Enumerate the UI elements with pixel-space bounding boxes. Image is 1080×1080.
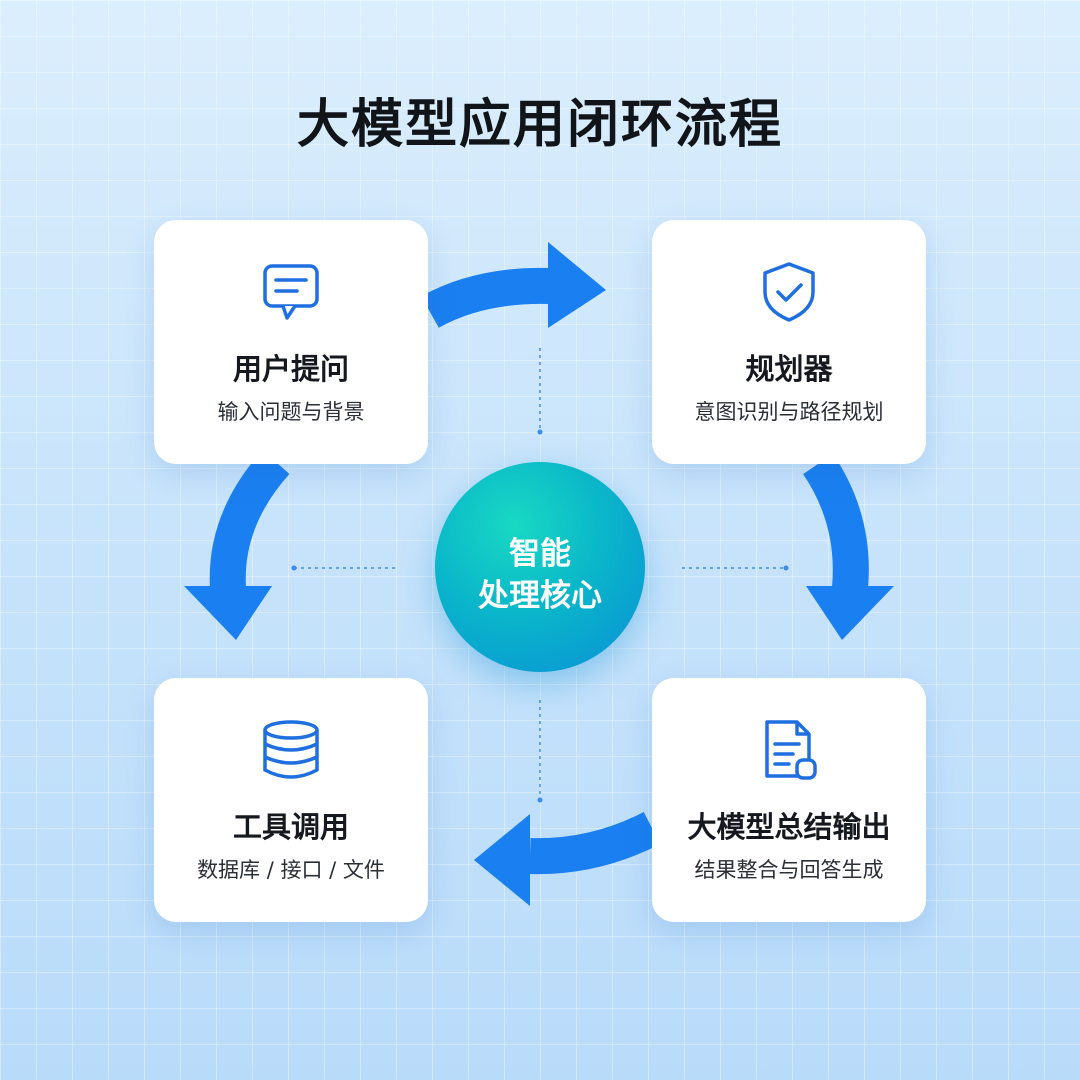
core-label-line2: 处理核心 [478, 578, 602, 614]
step-subtitle: 数据库 / 接口 / 文件 [197, 858, 385, 882]
step-card-llm-summary[interactable]: 大模型总结输出 结果整合与回答生成 [652, 678, 926, 922]
step-title: 规划器 [745, 352, 833, 386]
step-subtitle: 输入问题与背景 [217, 400, 365, 424]
step-title: 用户提问 [232, 352, 349, 386]
arrow-left-head [184, 586, 272, 640]
step-card-user-question[interactable]: 用户提问 输入问题与背景 [154, 220, 428, 464]
connector-right-dot [783, 565, 789, 571]
step-title: 大模型总结输出 [687, 810, 891, 844]
arrow-right-shaft [802, 453, 869, 590]
arrow-top-shaft [421, 267, 551, 328]
arrow-right-head [806, 586, 894, 640]
step-card-planner[interactable]: 规划器 意图识别与路径规划 [652, 220, 926, 464]
arrow-left-shaft [209, 449, 290, 590]
connector-bottom-dot [537, 797, 543, 803]
core-circle[interactable]: 智能 处理核心 [435, 462, 645, 672]
database-icon [263, 720, 319, 779]
connector-left-dot [291, 565, 297, 571]
arrow-top-head [548, 242, 606, 328]
page-title: 大模型应用闭环流程 [296, 95, 783, 155]
step-card-tool-call[interactable]: 工具调用 数据库 / 接口 / 文件 [154, 678, 428, 922]
step-subtitle: 结果整合与回答生成 [694, 858, 884, 882]
shield-check-icon [763, 262, 815, 322]
chat-bubble-icon [263, 264, 319, 320]
step-subtitle: 意图识别与路径规划 [694, 400, 884, 424]
core-label-line1: 智能 [509, 536, 571, 572]
arrow-bottom-head [474, 814, 530, 906]
step-title: 工具调用 [232, 810, 349, 844]
arrow-bottom-shaft [529, 811, 661, 875]
connector-top-dot [537, 429, 543, 435]
document-icon [765, 720, 817, 780]
